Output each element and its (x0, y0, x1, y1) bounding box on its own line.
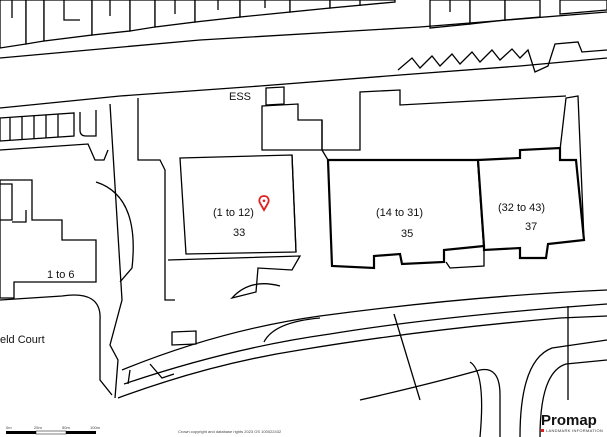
scale-tick-100: 100m (90, 425, 101, 430)
street-label: ESS (229, 91, 251, 103)
scale-tick-50: 50m (62, 425, 70, 430)
building-1-to-6 (0, 179, 134, 299)
scale-tick-25: 25m (34, 425, 42, 430)
main-road (117, 289, 607, 437)
building-35-number-label: 35 (401, 228, 413, 240)
zigzag-boundary (397, 41, 607, 73)
building-1-to-6-label: 1 to 6 (47, 269, 75, 281)
court-label: eld Court (0, 334, 45, 346)
logo-wordmark: Promap (541, 412, 597, 429)
scale-tick-0: 0m (6, 425, 12, 430)
scale-bar: 0m 25m 50m 100m (6, 425, 101, 435)
building-33-number-label: 33 (233, 227, 245, 239)
building-37-number-label: 37 (525, 221, 537, 233)
copyright-text: Crown copyright and database rights 2023… (178, 429, 282, 434)
garages (0, 110, 97, 142)
building-37-flats-label: (32 to 43) (498, 202, 545, 214)
promap-logo: Promap LANDMARK INFORMATION (541, 412, 603, 433)
location-pin-icon[interactable] (258, 195, 270, 212)
left-boundaries (0, 103, 123, 399)
top-terrace (0, 0, 607, 49)
building-37 (445, 95, 586, 269)
building-35-flats-label: (14 to 31) (376, 207, 423, 219)
court-access (0, 294, 113, 396)
building-33-flats-label: (1 to 12) (213, 207, 254, 219)
upper-street (0, 11, 607, 109)
logo-mark-icon (541, 429, 544, 432)
building-33 (167, 154, 302, 346)
logo-tagline: LANDMARK INFORMATION (546, 428, 603, 433)
ess-buildings (137, 86, 323, 301)
rear-boundary (321, 89, 567, 151)
